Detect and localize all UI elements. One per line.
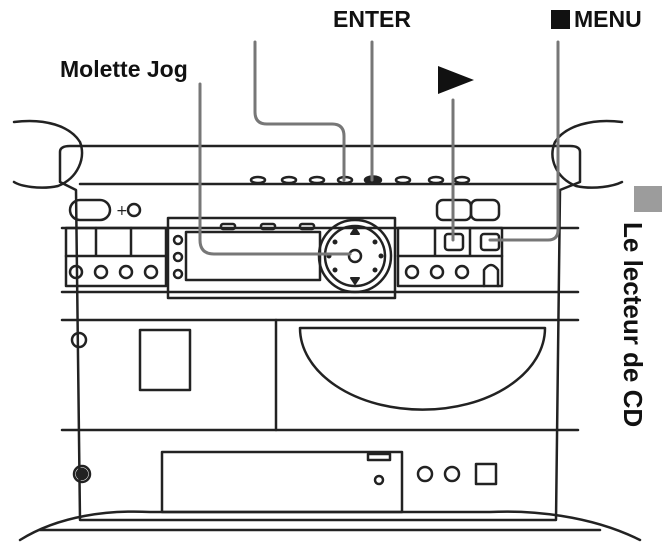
leader-menu — [488, 40, 560, 242]
top-button-row — [249, 175, 471, 185]
display-screen — [184, 230, 322, 282]
section-tab — [634, 186, 662, 212]
bottom-slot — [160, 450, 404, 514]
tape-window — [138, 328, 192, 392]
stop-menu-button — [479, 232, 501, 252]
leader-top-buttons — [253, 40, 346, 182]
leader-jog — [198, 82, 352, 256]
device-body — [58, 144, 582, 522]
jog-dial-center — [347, 248, 363, 264]
left-power-button — [68, 198, 112, 222]
leader-lines — [198, 40, 560, 256]
jog-dial-marks — [326, 227, 384, 285]
display-module — [166, 216, 397, 300]
section-title: Le lecteur de CD — [618, 222, 648, 428]
bottom-left-knob — [75, 467, 89, 481]
stop-square-icon — [551, 10, 570, 29]
left-round-buttons — [68, 264, 159, 280]
right-button-b — [469, 198, 501, 222]
label-menu: MENU — [574, 6, 642, 32]
display-side-buttons — [172, 234, 184, 280]
cd-lid-arc — [298, 326, 547, 411]
handle-left — [12, 119, 84, 189]
play-triangle-icon — [438, 66, 474, 94]
handle-right — [551, 119, 624, 189]
left-indicator — [126, 202, 142, 218]
display-top-buttons — [219, 222, 316, 231]
label-jog: Molette Jog — [60, 56, 188, 82]
jog-dial-inner — [323, 224, 387, 288]
label-enter: ENTER — [333, 6, 411, 32]
svg-text:+: + — [116, 203, 128, 219]
device-base — [18, 510, 642, 542]
right-round-buttons — [404, 264, 470, 280]
headphone-jack — [482, 263, 500, 288]
tape-eject-knob — [70, 331, 88, 349]
bottom-right-buttons — [416, 462, 498, 486]
